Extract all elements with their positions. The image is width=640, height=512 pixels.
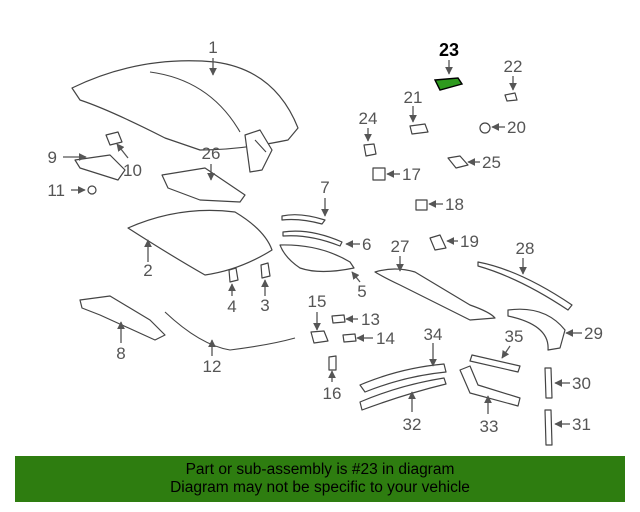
part-6-seal bbox=[282, 230, 343, 247]
label-31: 31 bbox=[572, 415, 591, 434]
label-22: 22 bbox=[504, 57, 523, 76]
label-34: 34 bbox=[424, 325, 443, 344]
label-16: 16 bbox=[323, 384, 342, 403]
label-9: 9 bbox=[48, 148, 57, 167]
label-21: 21 bbox=[404, 88, 423, 107]
part-3-fastener bbox=[260, 262, 271, 279]
part-29-trim bbox=[507, 308, 566, 351]
label-27: 27 bbox=[391, 237, 410, 256]
part-33-seal bbox=[459, 365, 521, 407]
part-22-clip bbox=[504, 92, 518, 102]
info-banner: Part or sub-assembly is #23 in diagram D… bbox=[15, 456, 625, 502]
part-19-clip bbox=[429, 234, 447, 251]
part-8-linkage bbox=[79, 295, 166, 341]
label-26: 26 bbox=[202, 144, 221, 163]
label-15: 15 bbox=[308, 292, 327, 311]
part-16-pin bbox=[328, 355, 337, 371]
part-21-clip bbox=[409, 123, 429, 135]
label-5: 5 bbox=[357, 282, 366, 301]
part-2-cover bbox=[127, 209, 273, 276]
part-20-bolt bbox=[479, 122, 491, 134]
label-19: 19 bbox=[460, 232, 479, 251]
part-13-clip bbox=[331, 314, 346, 324]
part-27-seal bbox=[374, 268, 496, 321]
part-1-top-frame bbox=[71, 60, 299, 173]
label-10: 10 bbox=[123, 161, 142, 180]
part-9-bracket bbox=[74, 154, 126, 181]
part-10-clip bbox=[105, 131, 123, 146]
part-18-clip bbox=[415, 199, 428, 211]
part-31-strip bbox=[544, 409, 553, 446]
part-23-highlighted bbox=[433, 77, 464, 91]
label-1: 1 bbox=[208, 38, 217, 57]
label-18: 18 bbox=[445, 195, 464, 214]
banner-line-1: Part or sub-assembly is #23 in diagram bbox=[185, 461, 455, 478]
label-35: 35 bbox=[505, 327, 524, 346]
part-26-panel bbox=[161, 167, 246, 203]
label-17: 17 bbox=[402, 165, 421, 184]
part-15-clip bbox=[310, 330, 329, 344]
label-24: 24 bbox=[359, 109, 378, 128]
part-5-trim bbox=[279, 244, 355, 273]
part-17-clip bbox=[372, 167, 386, 181]
part-4-fastener bbox=[228, 267, 239, 283]
label-8: 8 bbox=[116, 344, 125, 363]
label-20: 20 bbox=[507, 118, 526, 137]
label-12: 12 bbox=[203, 357, 222, 376]
banner-line-2: Diagram may not be specific to your vehi… bbox=[170, 479, 470, 496]
part-11-bolt bbox=[87, 185, 97, 195]
label-30: 30 bbox=[572, 374, 591, 393]
part-34-seal bbox=[359, 363, 447, 393]
part-30-strip bbox=[544, 367, 553, 399]
part-35-seal bbox=[469, 354, 521, 373]
part-32-seal bbox=[359, 377, 447, 411]
label-28: 28 bbox=[516, 239, 535, 258]
label-25: 25 bbox=[482, 153, 501, 172]
label-13: 13 bbox=[361, 310, 380, 329]
part-28-seal bbox=[477, 261, 573, 311]
label-2: 2 bbox=[143, 261, 152, 280]
part-24-fastener bbox=[363, 143, 377, 157]
label-6: 6 bbox=[362, 235, 371, 254]
label-14: 14 bbox=[376, 329, 395, 348]
label-4: 4 bbox=[227, 297, 236, 316]
label-29: 29 bbox=[584, 324, 603, 343]
part-14-clip bbox=[342, 333, 357, 343]
label-33: 33 bbox=[480, 417, 499, 436]
label-11: 11 bbox=[47, 181, 65, 200]
part-25-clip bbox=[447, 155, 469, 169]
part-12-cable bbox=[164, 311, 296, 351]
label-32: 32 bbox=[403, 415, 422, 434]
label-7: 7 bbox=[320, 178, 329, 197]
label-23: 23 bbox=[439, 40, 459, 60]
part-7-seal bbox=[281, 214, 326, 225]
label-3: 3 bbox=[260, 296, 269, 315]
